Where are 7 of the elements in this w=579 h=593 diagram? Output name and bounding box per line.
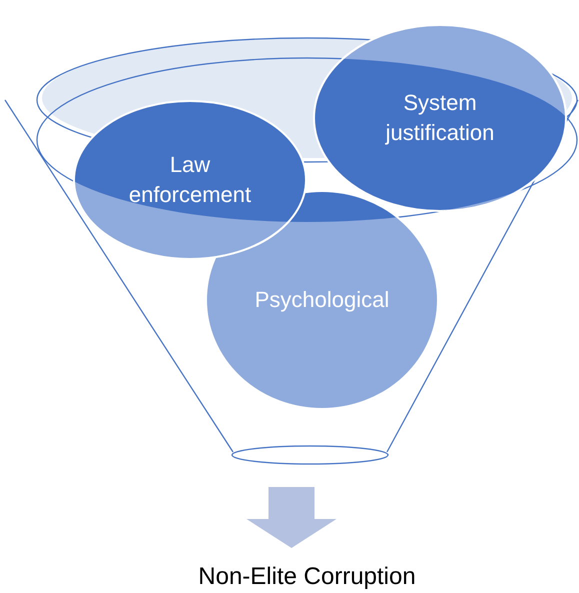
factor-label: Psychological [254,286,390,314]
ellipse-shape [74,101,306,259]
arrow [246,487,336,548]
factor-label: System justification [384,89,496,147]
outcome-label: Non-Elite Corruption [198,562,416,592]
ellipse-shape [314,25,566,211]
factor-label: Law enforcement [128,151,252,209]
